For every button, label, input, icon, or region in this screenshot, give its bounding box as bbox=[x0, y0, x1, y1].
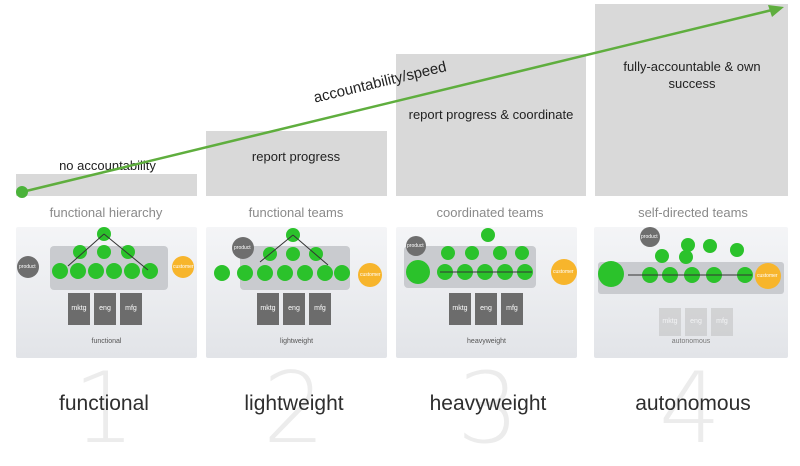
panel-2-customer-badge: customer bbox=[360, 272, 381, 278]
step-4-label: fully-accountable & own success bbox=[623, 59, 761, 91]
box-mktg: mktg bbox=[257, 293, 279, 325]
column-title-3: coordinated teams bbox=[436, 205, 544, 220]
column-title-1: functional hierarchy bbox=[49, 205, 163, 220]
step-3-label: report progress & coordinate bbox=[408, 107, 574, 122]
panel-1-customer-badge: customer bbox=[173, 264, 194, 270]
box-mfg: mfg bbox=[501, 293, 523, 325]
step-2-label: report progress bbox=[251, 149, 341, 164]
box-eng: eng bbox=[685, 308, 707, 336]
step-2 bbox=[206, 131, 387, 196]
step-1 bbox=[16, 174, 197, 196]
box-mktg: mktg bbox=[68, 293, 90, 325]
panel-3-boxes: mktg eng mfg bbox=[449, 293, 523, 325]
panel-1-product-badge: product bbox=[19, 264, 36, 270]
panel-3-customer-badge: customer bbox=[553, 269, 574, 275]
column-name-2: lightweight bbox=[244, 392, 344, 415]
panel-4-caption: autonomous bbox=[671, 338, 711, 345]
panel-4-product-badge: product bbox=[641, 234, 658, 240]
panel-1-caption: functional bbox=[91, 338, 122, 345]
box-eng: eng bbox=[475, 293, 497, 325]
panel-1-boxes: mktg eng mfg bbox=[68, 293, 142, 325]
step-1-label: no accountability bbox=[59, 158, 156, 173]
box-eng: eng bbox=[283, 293, 305, 325]
panel-2-boxes: mktg eng mfg bbox=[257, 293, 331, 325]
column-name-1: functional bbox=[59, 392, 149, 415]
column-title-2: functional teams bbox=[248, 205, 344, 220]
box-mktg: mktg bbox=[659, 308, 681, 336]
column-title-4: self-directed teams bbox=[638, 205, 748, 220]
column-name-3: heavyweight bbox=[429, 392, 547, 415]
panel-2-product-badge: product bbox=[234, 245, 251, 251]
column-name-4: autonomous bbox=[635, 392, 751, 415]
step-4 bbox=[595, 4, 788, 196]
box-mfg: mfg bbox=[120, 293, 142, 325]
box-eng: eng bbox=[94, 293, 116, 325]
org-diagrams bbox=[17, 227, 784, 294]
box-mktg: mktg bbox=[449, 293, 471, 325]
panel-4-customer-badge: customer bbox=[757, 273, 778, 279]
accountability-arrow bbox=[16, 5, 784, 198]
box-mfg: mfg bbox=[309, 293, 331, 325]
panel-3-caption: heavyweight bbox=[467, 338, 506, 345]
panel-3-product-badge: product bbox=[407, 243, 424, 249]
panel-4-boxes: mktg eng mfg bbox=[659, 308, 733, 336]
panel-2-caption: lightweight bbox=[279, 338, 314, 345]
box-mfg: mfg bbox=[711, 308, 733, 336]
